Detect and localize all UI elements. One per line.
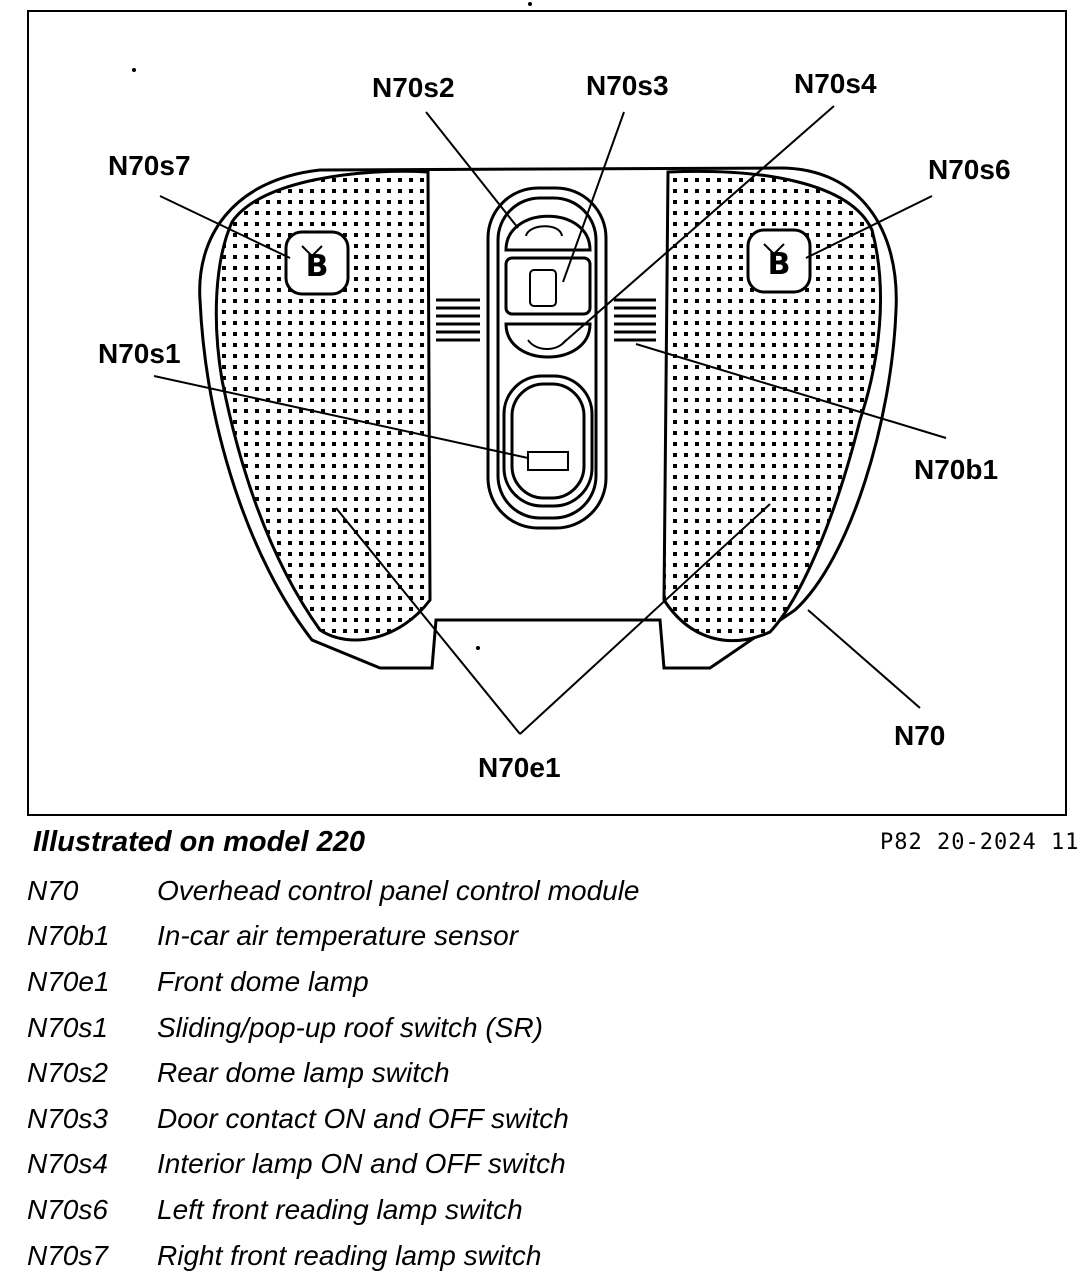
callout-n70e1: N70e1 <box>478 752 561 783</box>
legend-code: N70s6 <box>27 1193 108 1225</box>
legend-row: N70s7 Right front reading lamp switch <box>27 1233 1067 1279</box>
legend-row: N70s3 Door contact ON and OFF switch <box>27 1096 1067 1142</box>
legend-description: Left front reading lamp switch <box>157 1193 523 1225</box>
legend-description: Interior lamp ON and OFF switch <box>157 1148 566 1180</box>
legend-row: N70b1 In-car air temperature sensor <box>27 914 1067 960</box>
callout-n70s7: N70s7 <box>108 150 191 181</box>
legend-description: In-car air temperature sensor <box>157 920 519 952</box>
legend-code: N70s2 <box>27 1057 108 1089</box>
figure-caption: Illustrated on model 220 <box>33 826 365 858</box>
legend-code: N70s3 <box>27 1102 108 1134</box>
overhead-panel-illustration: B B <box>132 2 947 735</box>
callout-n70s3: N70s3 <box>586 70 669 101</box>
callout-n70s4: N70s4 <box>794 68 877 99</box>
component-legend: N70 Overhead control panel control modul… <box>27 868 1067 1278</box>
legend-row: N70s4 Interior lamp ON and OFF switch <box>27 1142 1067 1188</box>
temperature-sensor-vents <box>436 298 656 342</box>
callout-n70: N70 <box>894 720 946 751</box>
svg-text:B: B <box>768 247 791 282</box>
figure-reference: P82 20-2024 11 <box>880 830 1080 855</box>
center-switch-console <box>486 186 608 530</box>
svg-text:B: B <box>306 249 329 284</box>
callout-leader-lines <box>153 105 947 735</box>
legend-code: N70b1 <box>27 920 110 952</box>
legend-code: N70 <box>27 874 79 906</box>
legend-description: Right front reading lamp switch <box>157 1239 542 1271</box>
right-reading-lamp-grille: B <box>662 169 883 643</box>
legend-row: N70s6 Left front reading lamp switch <box>27 1187 1067 1233</box>
legend-row: N70 Overhead control panel control modul… <box>27 868 1067 914</box>
legend-code: N70s7 <box>27 1239 108 1271</box>
legend-row: N70s2 Rear dome lamp switch <box>27 1050 1067 1096</box>
legend-code: N70e1 <box>27 965 110 997</box>
legend-code: N70s1 <box>27 1011 108 1043</box>
legend-description: Rear dome lamp switch <box>157 1057 450 1089</box>
legend-row: N70s1 Sliding/pop-up roof switch (SR) <box>27 1005 1067 1051</box>
callout-n70s1: N70s1 <box>98 338 181 369</box>
legend-description: Door contact ON and OFF switch <box>157 1102 569 1134</box>
left-reading-lamp-grille: B <box>214 169 432 642</box>
diagram-frame <box>27 10 1067 816</box>
legend-description: Overhead control panel control module <box>157 874 640 906</box>
legend-description: Sliding/pop-up roof switch (SR) <box>157 1011 543 1043</box>
callout-n70b1: N70b1 <box>914 454 999 485</box>
legend-description: Front dome lamp <box>157 965 369 997</box>
callout-n70s6: N70s6 <box>928 154 1011 185</box>
legend-row: N70e1 Front dome lamp <box>27 959 1067 1005</box>
legend-code: N70s4 <box>27 1148 108 1180</box>
callout-n70s2: N70s2 <box>372 72 455 103</box>
